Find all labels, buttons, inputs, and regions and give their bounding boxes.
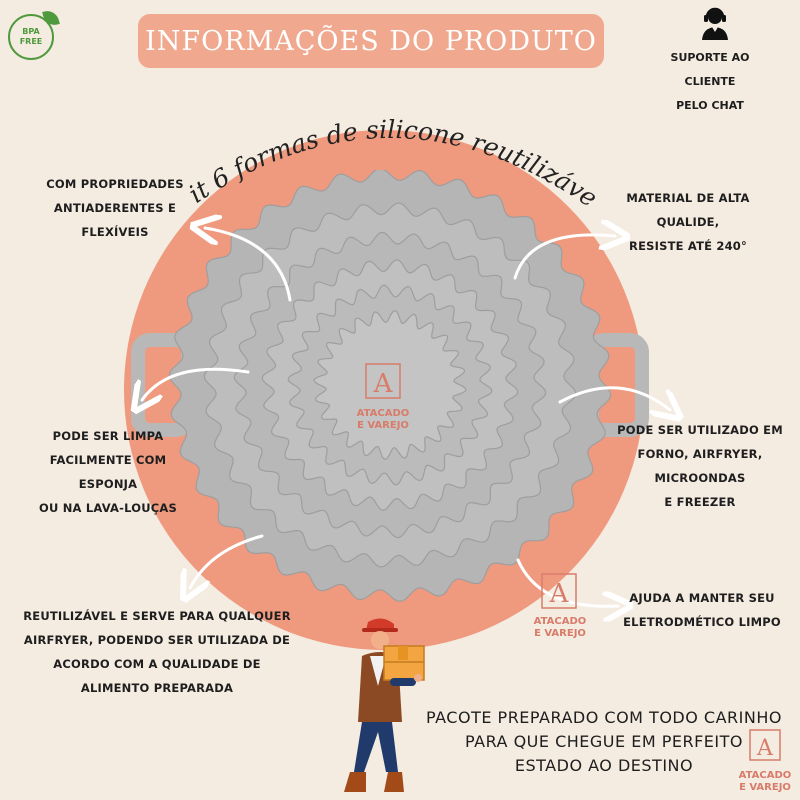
watermark-right-line2: E VAREJO (534, 628, 586, 639)
support-line2: PELO CHAT (676, 99, 744, 112)
silicone-molds-product-image: A ATACADO E VAREJO (131, 170, 649, 602)
leaf-icon (42, 8, 60, 28)
feature-reutilizavel-line3: ACORDO COM A QUALIDADE DE (53, 657, 261, 671)
page-title: INFORMAÇÕES DO PRODUTO (138, 14, 604, 68)
feature-eletrodomestico-line1: AJUDA A MANTER SEU (629, 591, 775, 605)
watermark-corner-line2: E VAREJO (739, 782, 791, 793)
feature-limpeza-line3: OU NA LAVA-LOUÇAS (39, 501, 177, 515)
feature-reutilizavel-line2: AIRFRYER, PODENDO SER UTILIZADA DE (23, 633, 291, 647)
silicone-mold-ring (313, 310, 467, 460)
feature-eletrodomestico: AJUDA A MANTER SEU ELETRODMÉTICO LIMPO (622, 586, 782, 634)
package-message: PACOTE PREPARADO COM TODO CARINHO PARA Q… (410, 706, 798, 778)
feature-antiaderente-line1: COM PROPRIEDADES (46, 177, 184, 191)
watermark-corner-glyph: A (756, 736, 774, 761)
headset-support-icon (702, 7, 728, 40)
package-message-line3: ESTADO AO DESTINO (514, 756, 694, 775)
feature-material-line1: MATERIAL DE ALTA QUALIDE, (626, 191, 750, 229)
feature-uso-line1: PODE SER UTILIZADO EM (617, 423, 783, 437)
package-message-line2: PARA QUE CHEGUE EM PERFEITO (465, 732, 743, 751)
bpa-free-badge: BPA FREE (8, 8, 60, 60)
bpa-badge-line1: BPA (22, 27, 40, 36)
watermark-corner-line1: ATACADO (739, 770, 792, 781)
support-chat-label: SUPORTE AO CLIENTE PELO CHAT (650, 46, 770, 118)
feature-uso: PODE SER UTILIZADO EM FORNO, AIRFRYER, M… (612, 418, 788, 514)
watermark-center: A ATACADO E VAREJO (357, 363, 410, 431)
feature-reutilizavel-line1: REUTILIZÁVEL E SERVE PARA QUALQUER (23, 609, 291, 623)
bpa-badge-line2: FREE (19, 37, 43, 46)
watermark-right-line1: ATACADO (534, 616, 587, 627)
package-message-line1: PACOTE PREPARADO COM TODO CARINHO (426, 708, 782, 727)
watermark-line2: E VAREJO (357, 420, 409, 431)
support-line1: SUPORTE AO CLIENTE (670, 51, 750, 88)
feature-material: MATERIAL DE ALTA QUALIDE, RESISTE ATÉ 24… (598, 186, 778, 258)
feature-eletrodomestico-line2: ELETRODMÉTICO LIMPO (623, 615, 781, 629)
watermark-right-glyph: A (549, 579, 570, 609)
watermark-right: A ATACADO E VAREJO (534, 573, 587, 639)
feature-limpeza-line2: FACILMENTE COM ESPONJA (49, 453, 167, 491)
feature-uso-line3: E FREEZER (664, 495, 736, 509)
feature-material-line2: RESISTE ATÉ 240° (629, 239, 747, 253)
feature-limpeza: PODE SER LIMPA FACILMENTE COM ESPONJA OU… (28, 424, 188, 520)
watermark-glyph: A (373, 369, 394, 399)
feature-uso-line2: FORNO, AIRFRYER, MICROONDAS (637, 447, 763, 485)
feature-reutilizavel: REUTILIZÁVEL E SERVE PARA QUALQUER AIRFR… (22, 604, 292, 700)
watermark-corner: A ATACADO E VAREJO (739, 729, 792, 793)
feature-antiaderente: COM PROPRIEDADES ANTIADERENTES E FLEXÍVE… (20, 172, 210, 244)
delivery-worker-illustration (344, 618, 425, 792)
feature-limpeza-line1: PODE SER LIMPA (52, 429, 164, 443)
watermark-line1: ATACADO (357, 408, 410, 419)
feature-antiaderente-line2: ANTIADERENTES E FLEXÍVEIS (53, 201, 177, 239)
feature-reutilizavel-line4: ALIMENTO PREPARADA (80, 681, 234, 695)
